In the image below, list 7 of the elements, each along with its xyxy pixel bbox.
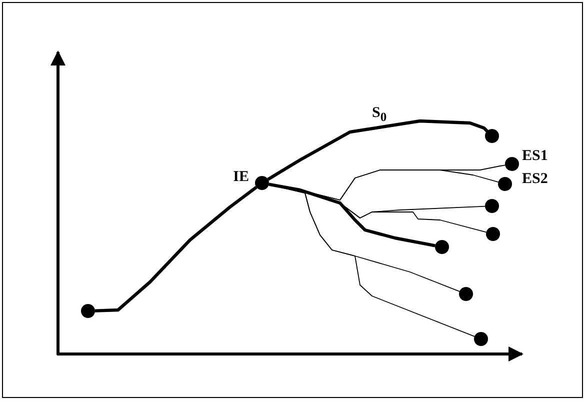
edge-label: S$_{0}$ [372,106,387,124]
trajectory-line [268,182,436,248]
trajectory-line [94,186,258,312]
point-label: IE [233,170,249,185]
point-label: ES1 [522,149,548,164]
trajectory-line [267,119,488,181]
point-label: ES2 [522,172,548,187]
